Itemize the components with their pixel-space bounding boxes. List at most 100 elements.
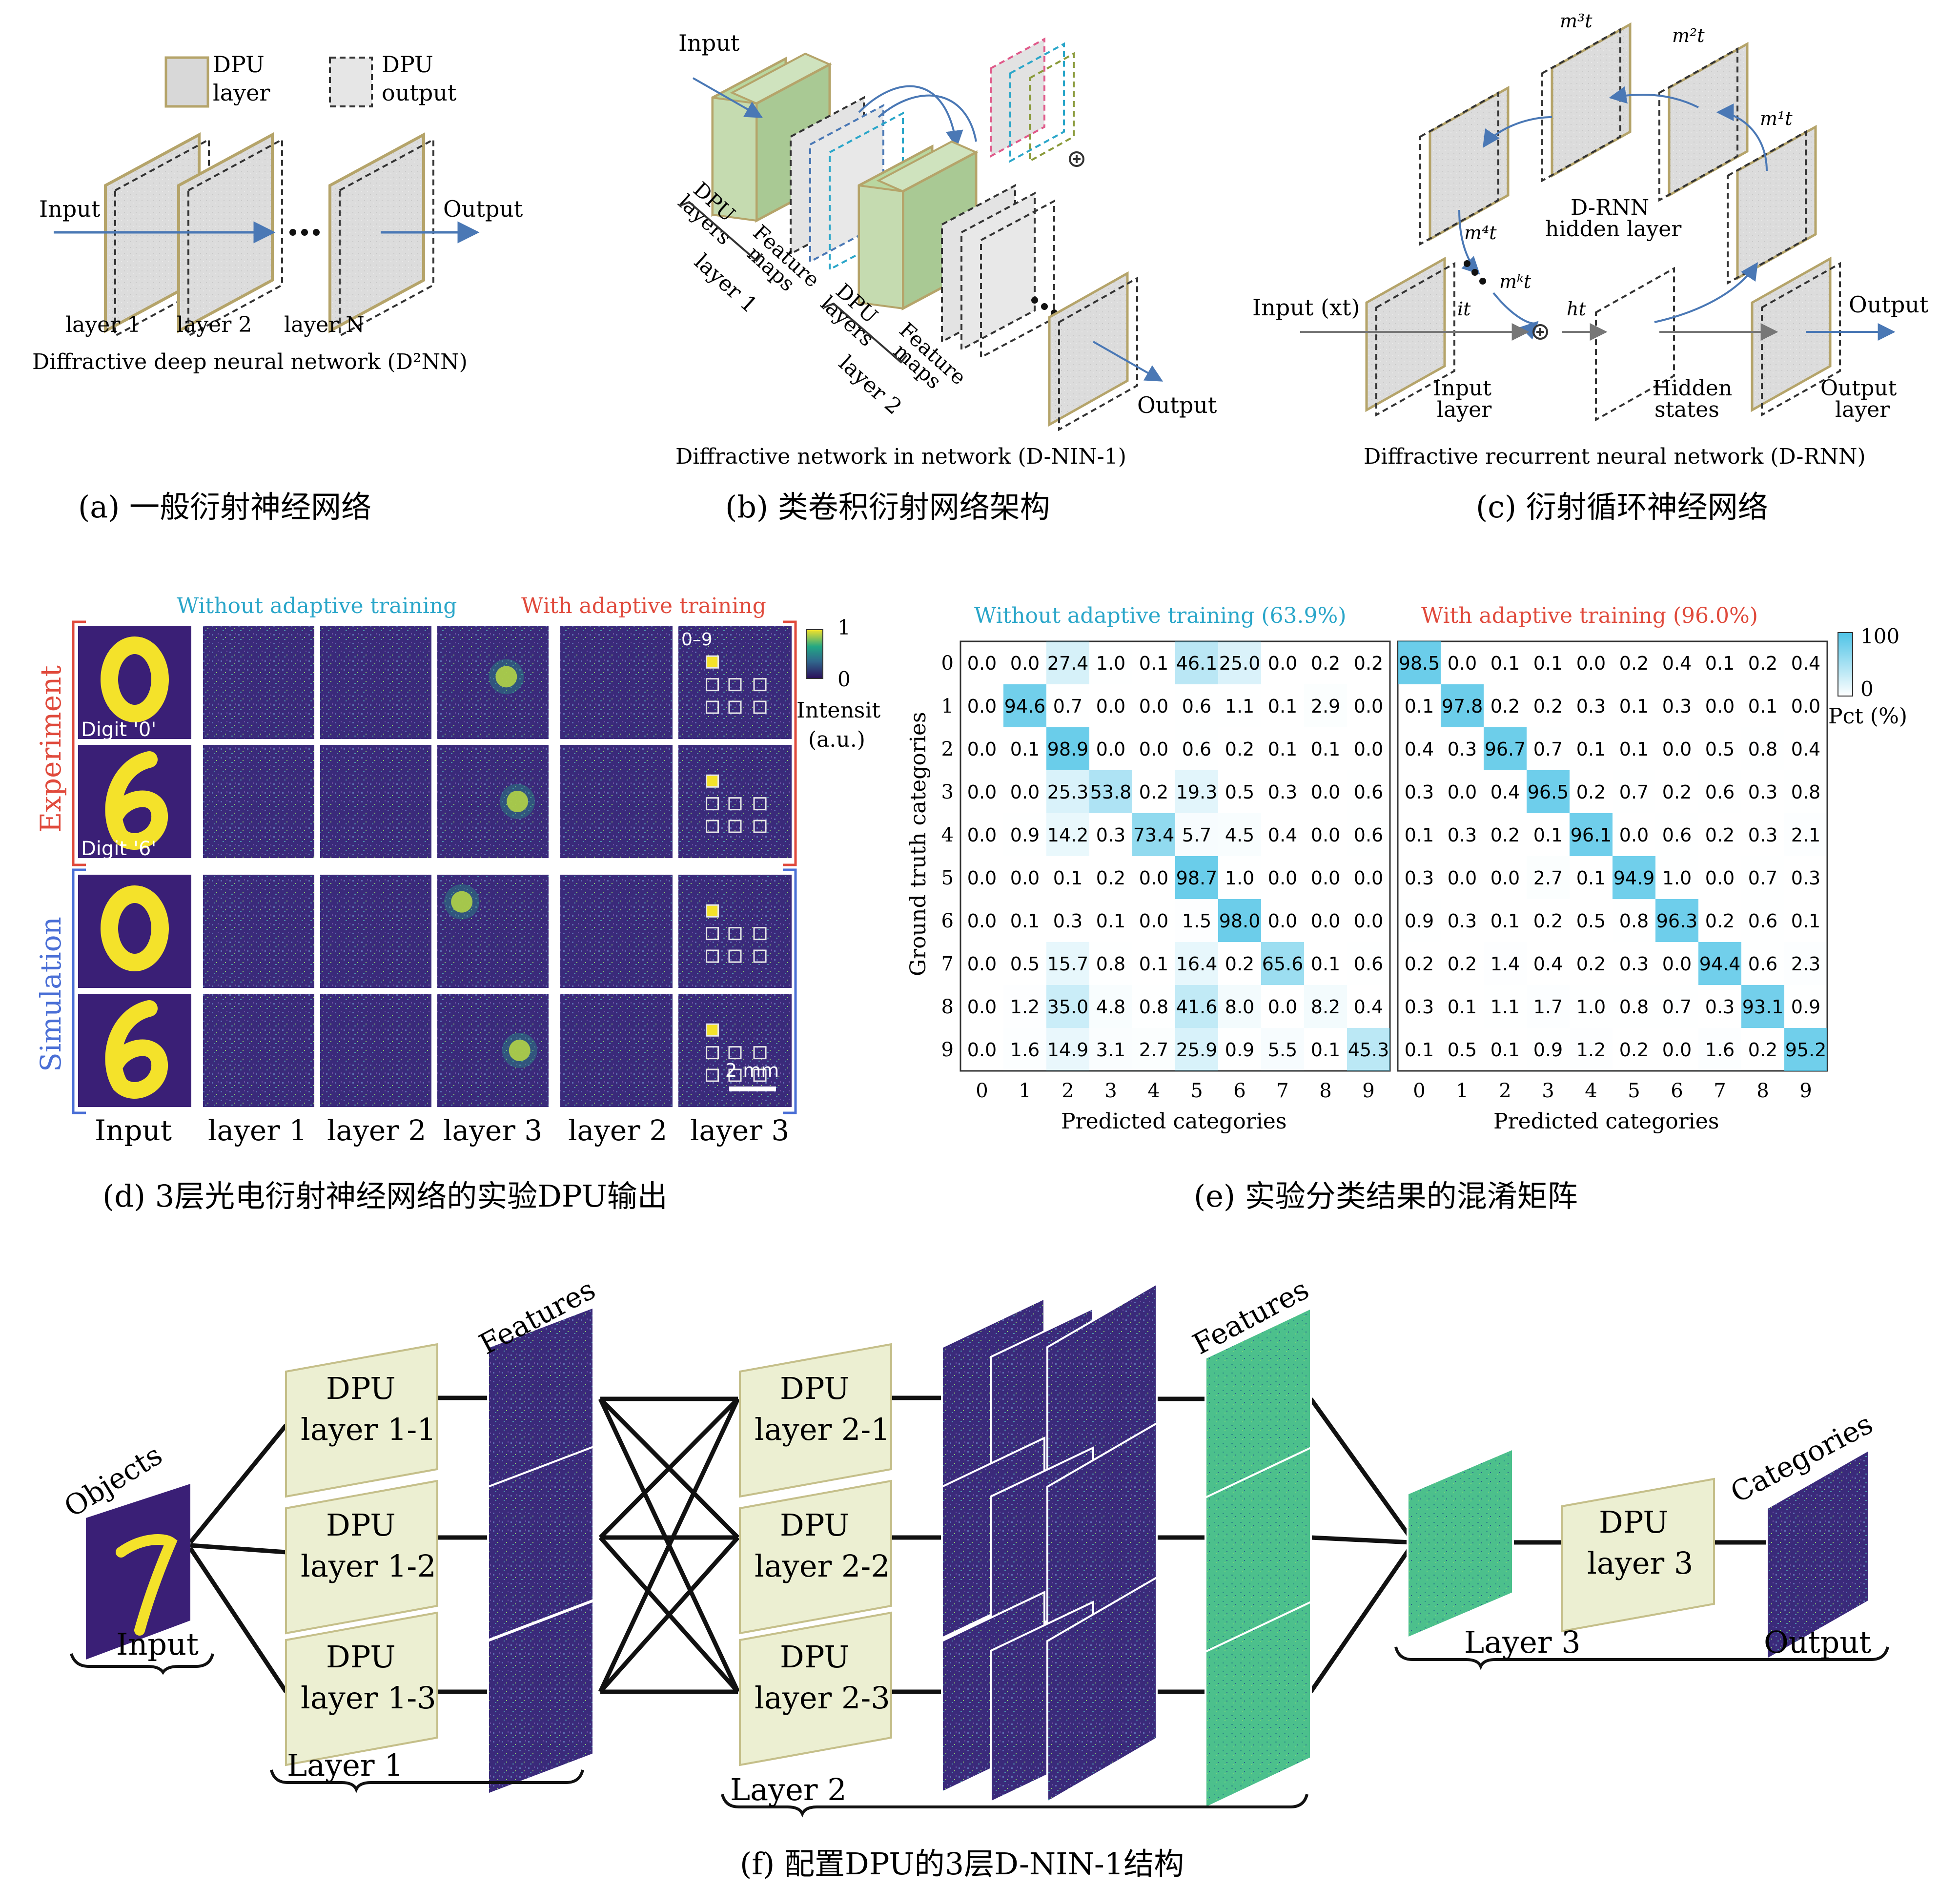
matrix-value: 5.7 <box>1182 824 1211 846</box>
matrix-value: 0.1 <box>1619 696 1649 717</box>
matrix-value: 0.0 <box>1096 738 1125 760</box>
matrix-value: 0.0 <box>1311 910 1340 932</box>
sum-icon <box>1532 324 1548 340</box>
y-tick-label: 0 <box>941 652 954 675</box>
ellipsis-dot <box>1471 269 1478 276</box>
d2nn-layer1-label: layer 1 <box>65 312 141 337</box>
x-tick-label: 5 <box>1190 1080 1203 1102</box>
matrix-value: 0.1 <box>1490 910 1520 932</box>
output-label: Output <box>1764 1624 1871 1660</box>
column-label: Input <box>95 1114 172 1147</box>
dpu-output-image <box>437 626 549 739</box>
dpu-node-layer: layer 1-1 <box>301 1412 436 1447</box>
matrix-value: 0.8 <box>1791 781 1820 803</box>
matrix-value: 0.2 <box>1662 781 1692 803</box>
matrix-cell <box>1261 1028 1304 1071</box>
matrix-value: 0.6 <box>1748 953 1777 975</box>
matrix-value: 0.6 <box>1662 824 1692 846</box>
matrix-value: 0.8 <box>1748 738 1777 760</box>
matrix-value: 96.7 <box>1485 738 1526 760</box>
simulation-label: Simulation <box>34 917 67 1072</box>
y-tick-label: 3 <box>941 781 954 803</box>
matrix-value: 0.0 <box>967 953 997 975</box>
panel-b: Input <box>674 30 1217 525</box>
matrix-value: 98.7 <box>1176 867 1218 889</box>
matrix-value: 0.1 <box>1791 910 1820 932</box>
matrix-cell <box>1784 1028 1827 1071</box>
x-tick-label: 8 <box>1756 1080 1769 1102</box>
matrix-value: 5.5 <box>1268 1039 1297 1061</box>
matrix-value: 0.4 <box>1490 781 1520 803</box>
y-tick-label: 7 <box>941 953 954 975</box>
panel-e-caption: (e) 实验分类结果的混淆矩阵 <box>1194 1178 1578 1214</box>
matrix-value: 0.7 <box>1053 696 1082 717</box>
matrix-value: 0.0 <box>1448 653 1477 674</box>
drnn-feedback-arrow <box>1654 262 1758 323</box>
matrix-value: 0.6 <box>1354 953 1383 975</box>
matrix-value: 0.1 <box>1010 738 1040 760</box>
matrix-value: 0.2 <box>1354 653 1383 674</box>
matrix-value: 94.6 <box>1004 696 1046 717</box>
input-label: Input <box>116 1626 199 1662</box>
dpu-node-title: DPU <box>780 1507 850 1543</box>
dpu-output-image <box>437 875 549 988</box>
matrix-cell <box>1441 684 1484 727</box>
matrix-value: 46.1 <box>1176 653 1218 674</box>
brace <box>823 302 908 364</box>
matrix-value: 0.3 <box>1405 867 1434 889</box>
matrix-cell <box>1003 684 1046 727</box>
layer2-label: Layer 2 <box>730 1772 847 1807</box>
dpu-output-image <box>203 994 314 1107</box>
dnin-input-arrow <box>693 77 763 118</box>
matrix-value: 0.3 <box>1619 953 1649 975</box>
matrix-value: 0.3 <box>1448 738 1477 760</box>
dnin-output-plate <box>1048 271 1138 431</box>
matrix-cell <box>1132 813 1175 856</box>
dpu-node-layer: layer 1-2 <box>301 1548 436 1584</box>
matrix-value: 0.0 <box>1662 738 1692 760</box>
d2nn-layer2-label: layer 2 <box>177 312 252 337</box>
matrix-value: 97.8 <box>1442 696 1483 717</box>
ellipsis-dot <box>1464 260 1470 267</box>
column-label: layer 2 <box>327 1114 426 1147</box>
matrix-value: 0.6 <box>1748 910 1777 932</box>
matrix-value: 0.0 <box>1311 867 1340 889</box>
dpu-output-image <box>560 745 673 858</box>
dnin-output-feature-cube <box>990 37 1075 163</box>
matrix-value: 0.8 <box>1619 996 1649 1018</box>
colorbar-label-line1: Intensit <box>796 698 880 723</box>
m1-label: m¹t <box>1760 108 1793 129</box>
matrix-cell <box>1175 813 1218 856</box>
dpu-output-image <box>203 745 314 858</box>
matrix-value: 0.0 <box>967 824 997 846</box>
dpu-node-title: DPU <box>780 1371 850 1406</box>
matrix-value: 2.7 <box>1139 1039 1168 1061</box>
layer1-label: Layer 1 <box>287 1747 404 1783</box>
matrix-value: 0.0 <box>1662 1039 1692 1061</box>
layer2-brace <box>721 1794 1308 1818</box>
y-tick-label: 6 <box>941 910 954 932</box>
matrix-value: 0.1 <box>1405 696 1434 717</box>
matrix-value: 0.0 <box>967 696 997 717</box>
matrix-value: 0.0 <box>1576 653 1606 674</box>
drnn-output-layer-plate <box>1751 256 1841 417</box>
matrix-value: 0.0 <box>1791 696 1820 717</box>
matrix-value: 1.2 <box>1010 996 1040 1018</box>
matrix-value: 0.6 <box>1182 738 1211 760</box>
matrix-value: 0.4 <box>1791 653 1820 674</box>
matrix-value: 1.0 <box>1576 996 1606 1018</box>
dpu-output-image <box>560 626 673 739</box>
dpu-output-image <box>78 745 191 858</box>
y-tick-label: 8 <box>941 996 954 1018</box>
mk-label: mᵏt <box>1499 271 1531 292</box>
matrix-value: 0.4 <box>1268 824 1297 846</box>
matrix-value: 0.7 <box>1533 738 1563 760</box>
drnn-input-label: Input (xt) <box>1252 294 1360 321</box>
matrix-value: 0.1 <box>1448 996 1477 1018</box>
matrix-value: 1.7 <box>1533 996 1563 1018</box>
legend-dpu-output-line2: output <box>382 80 457 106</box>
